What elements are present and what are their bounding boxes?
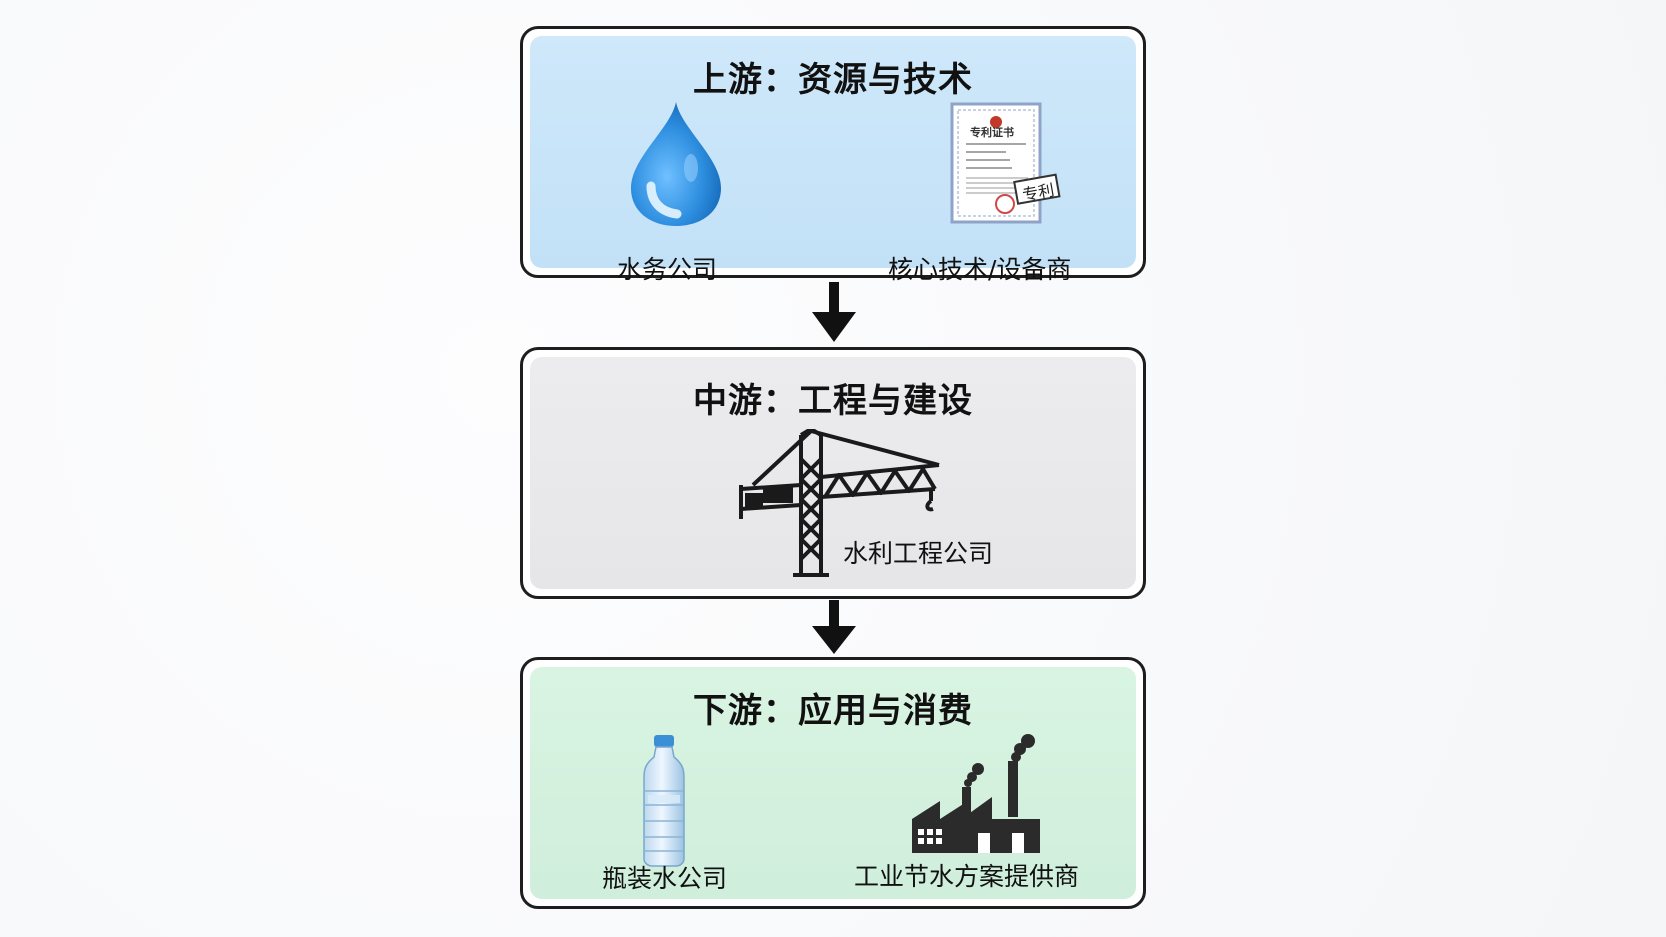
tower-crane-icon (739, 427, 940, 577)
industrial-water-saving-item: 工业节水方案提供商 (854, 731, 1079, 891)
stage-downstream-title: 下游：应用与消费 (693, 691, 973, 731)
certificate-title: 专利证书 (970, 126, 1014, 139)
stage-downstream-panel: 下游：应用与消费 (530, 667, 1136, 899)
arrow-upstream-to-midstream (810, 282, 858, 344)
water-engineering-item: 水利工程公司 (735, 427, 993, 583)
industrial-water-saving-label: 工业节水方案提供商 (854, 862, 1080, 891)
stage-upstream-panel: 上游：资源与技术 水务公司 (530, 36, 1136, 284)
stage-midstream-box: 中游：工程与建设 (520, 347, 1146, 599)
stage-upstream-title: 上游：资源与技术 (693, 60, 973, 100)
bottled-water-item: 瓶装水公司 (602, 735, 727, 893)
arrow-midstream-to-downstream (810, 600, 858, 656)
water-drop-icon (631, 102, 721, 226)
stage-midstream-title: 中游：工程与建设 (693, 381, 973, 421)
patent-certificate-icon (950, 102, 1061, 224)
factory-icon (912, 734, 1040, 853)
stage-midstream-panel: 中游：工程与建设 (530, 357, 1136, 589)
water-engineering-label: 水利工程公司 (843, 539, 994, 568)
water-company-item: 水务公司 (617, 98, 731, 284)
stage-downstream-box: 下游：应用与消费 (520, 657, 1146, 909)
bottled-water-label: 瓶装水公司 (602, 864, 728, 893)
water-company-label: 水务公司 (617, 255, 718, 284)
core-tech-item: 专利证书 专利 核心技术/设备商 (888, 102, 1071, 284)
core-tech-label: 核心技术/设备商 (888, 255, 1072, 284)
water-bottle-icon (643, 735, 685, 867)
stage-upstream-box: 上游：资源与技术 水务公司 (520, 26, 1146, 284)
